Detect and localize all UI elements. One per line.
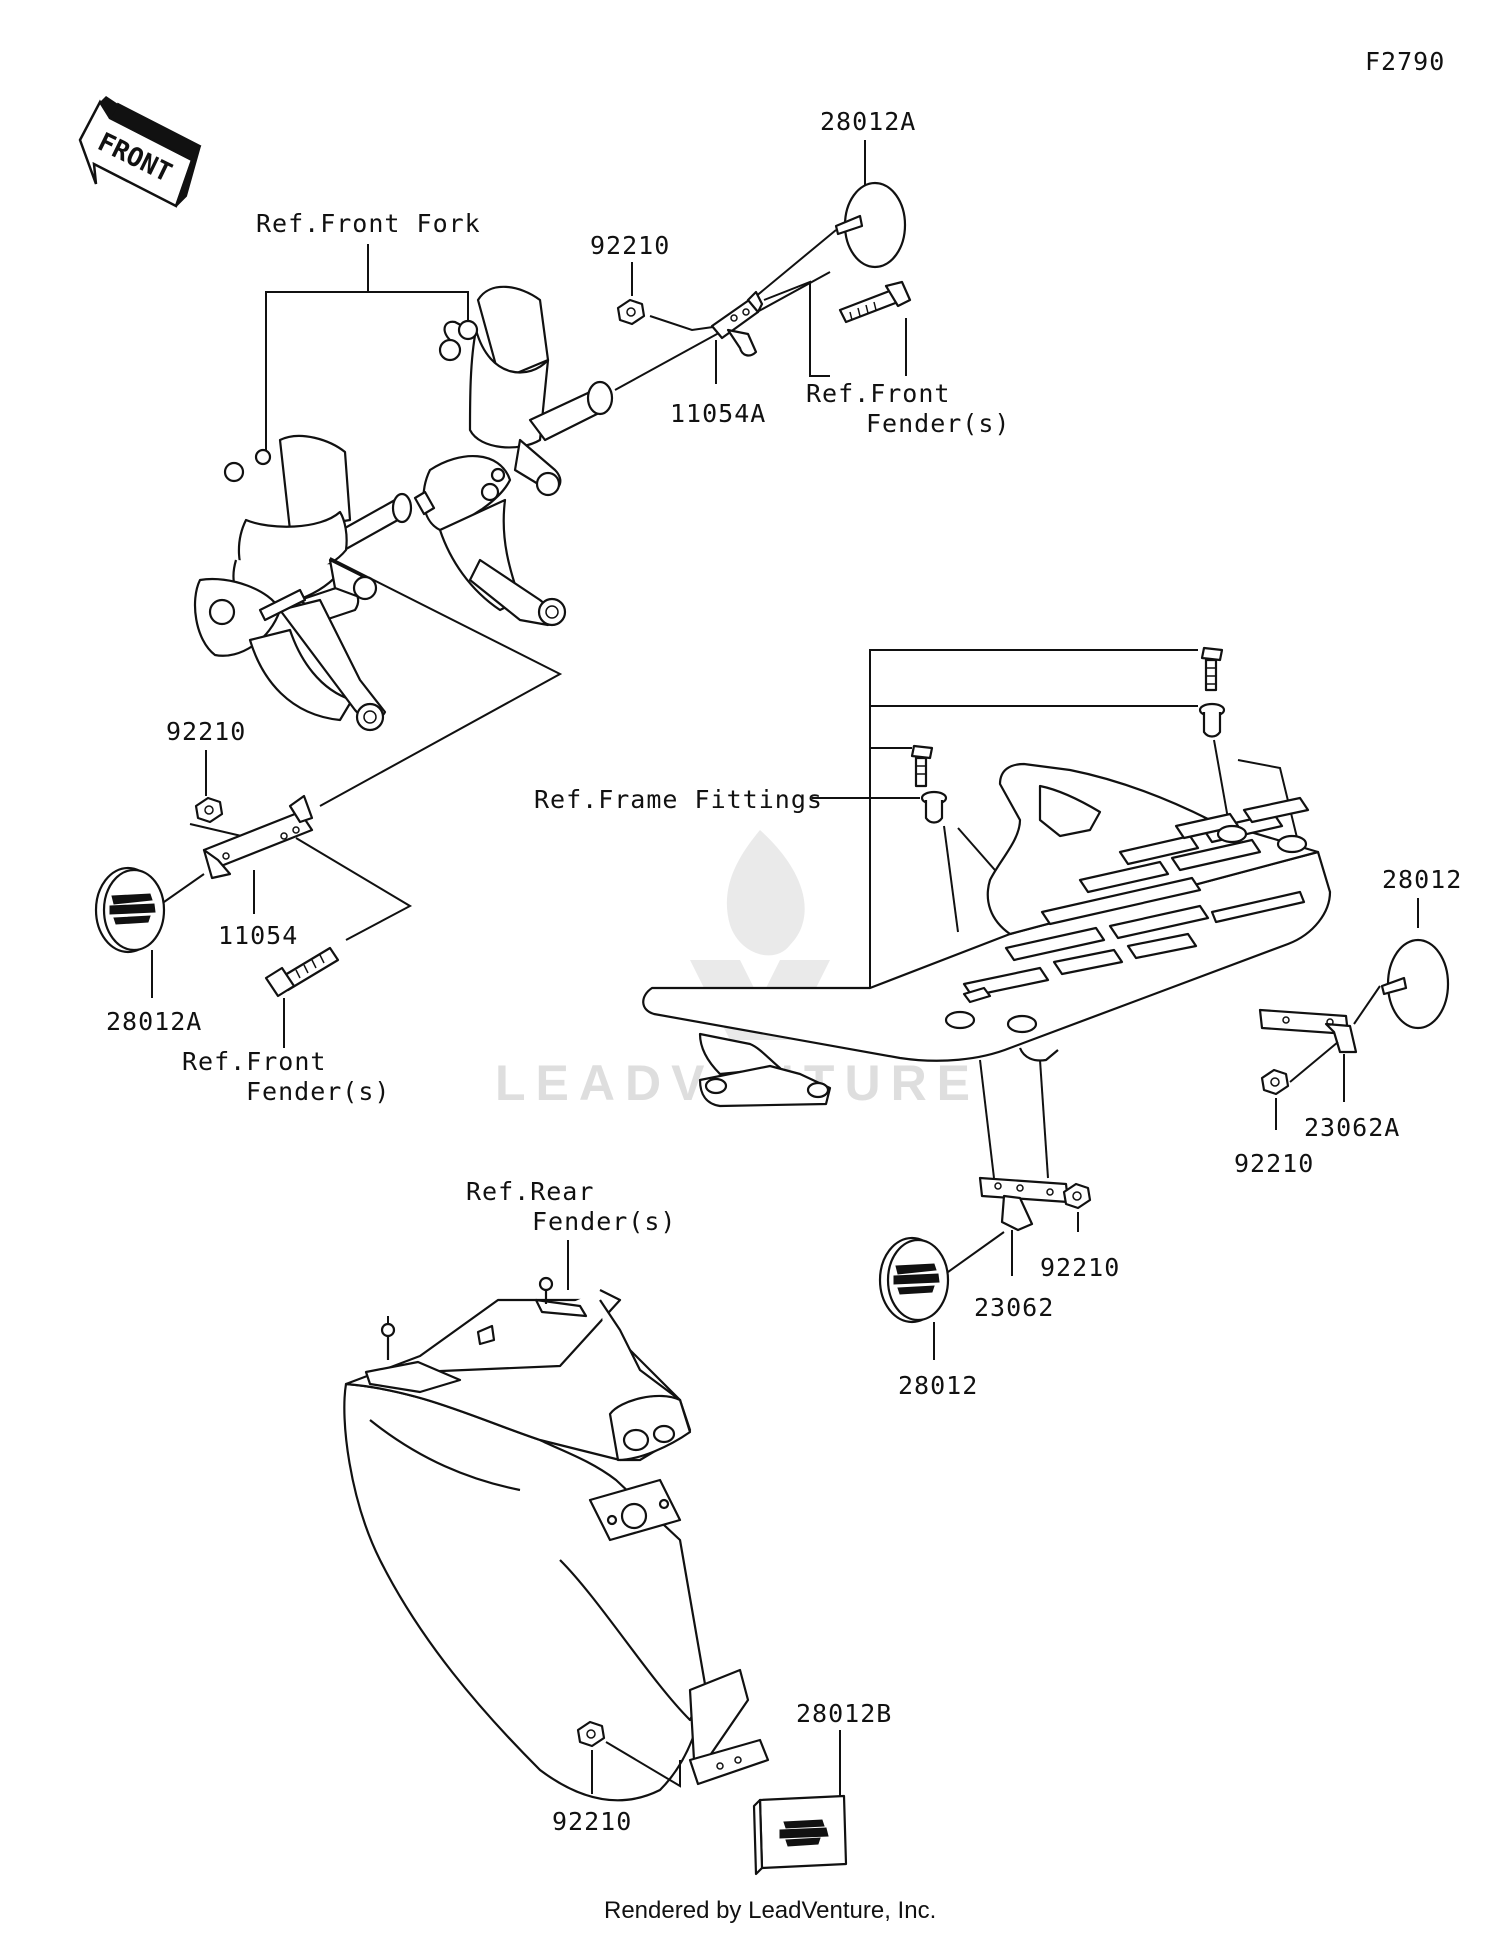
front-right-reflector-group: 28012A 92210 11054A Ref.Front Fender(s) xyxy=(590,107,1010,438)
bolt-carrier-1 xyxy=(1200,646,1224,662)
rear-fender-ref-line2: Fender(s) xyxy=(532,1207,676,1236)
part-28012-left-label: 28012 xyxy=(898,1371,978,1400)
figure-code: F2790 xyxy=(1365,47,1445,76)
carrier-slots xyxy=(944,796,1310,1034)
rear-fender-ref-line1: Ref.Rear xyxy=(466,1177,594,1206)
front-fender-ref-left-line1: Ref.Front xyxy=(182,1047,326,1076)
license-bracket xyxy=(688,1738,770,1786)
rear-right-reflector-group: 28012 92210 23062A xyxy=(1234,865,1462,1178)
reflector-emblem-icon xyxy=(779,1819,829,1847)
nut-92210-top xyxy=(616,298,646,326)
part-92210-rear-right-label: 92210 xyxy=(1234,1149,1314,1178)
nut-92210-rear-left xyxy=(1062,1182,1092,1210)
nut-92210-left xyxy=(194,796,224,824)
bolt-front-fender-right xyxy=(838,288,900,324)
part-28012a-left-label: 28012A xyxy=(106,1007,202,1036)
part-92210-left-label: 92210 xyxy=(166,717,246,746)
reflector-emblem-icon xyxy=(893,1263,940,1295)
frame-fittings-ref-label: Ref.Frame Fittings xyxy=(534,785,823,814)
part-23062-label: 23062 xyxy=(974,1293,1054,1322)
bolt-carrier-2 xyxy=(910,744,934,760)
rear-carrier xyxy=(642,850,1332,1062)
front-fork-assembly: Ref.Front Fork xyxy=(193,209,831,807)
front-fender-ref-right-line1: Ref.Front xyxy=(806,379,950,408)
part-92210-rear-left-label: 92210 xyxy=(1040,1253,1120,1282)
front-fork-ref-label: Ref.Front Fork xyxy=(256,209,481,238)
footer-credit: Rendered by LeadVenture, Inc. xyxy=(604,1897,936,1924)
rear-fender-assembly: Ref.Rear Fender(s) 92210 xyxy=(343,1177,892,1876)
front-fender-ref-left-line2: Fender(s) xyxy=(246,1077,390,1106)
part-92210-top-label: 92210 xyxy=(590,231,670,260)
nut-92210-rear-right xyxy=(1260,1068,1290,1096)
part-28012a-top-label: 28012A xyxy=(820,107,916,136)
bracket-23062 xyxy=(978,1176,1070,1204)
part-23062a-label: 23062A xyxy=(1304,1113,1400,1142)
part-11054a-label: 11054A xyxy=(670,399,766,428)
part-28012-right-label: 28012 xyxy=(1382,865,1462,894)
part-28012b-label: 28012B xyxy=(796,1699,892,1728)
front-arrow-icon: FRONT xyxy=(78,96,202,208)
rear-carrier-assembly: Ref.Frame Fittings xyxy=(534,646,1332,1179)
reflector-emblem-icon xyxy=(109,893,156,925)
bracket-11054 xyxy=(202,810,314,870)
part-92210-rear-fender-label: 92210 xyxy=(552,1807,632,1836)
part-11054-label: 11054 xyxy=(218,921,298,950)
rear-left-reflector-group: 92210 23062 28012 xyxy=(878,1176,1120,1400)
nut-92210-rear-fender xyxy=(576,1720,606,1748)
front-left-reflector-group: 92210 11054 28012A Ref.F xyxy=(94,717,413,1106)
front-fender-ref-right-line2: Fender(s) xyxy=(866,409,1010,438)
